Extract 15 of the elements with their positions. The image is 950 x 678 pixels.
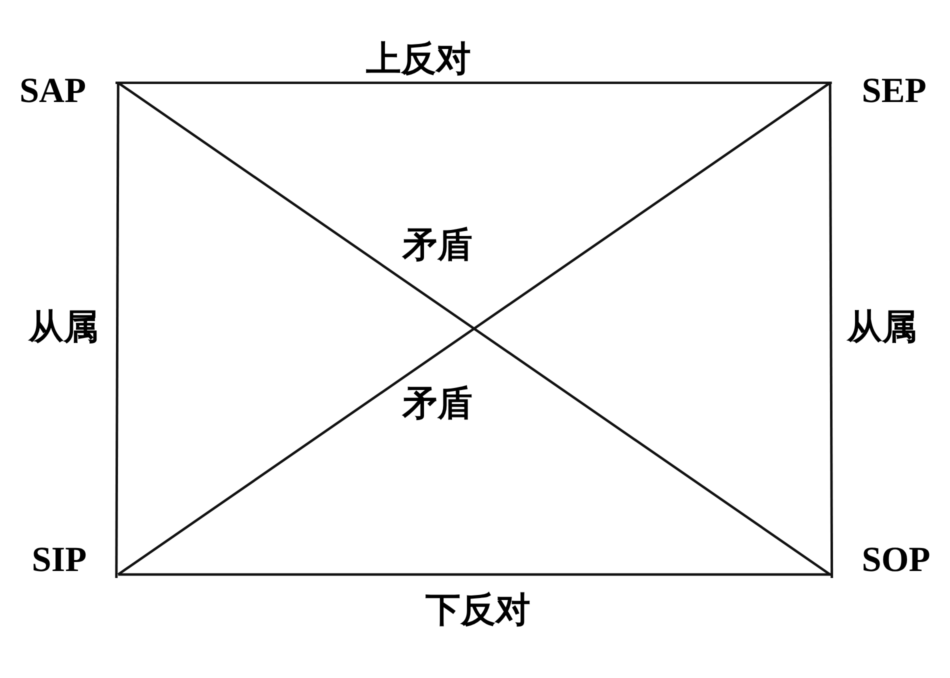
edge-label: 矛盾 [402,384,473,423]
edge-label: 从属 [847,307,918,346]
connector [116,82,832,84]
connector [117,82,831,576]
connector [115,82,120,578]
edge-label: 上反对 [366,39,472,78]
node-text: SEP [862,71,926,110]
edge-label: 从属 [28,307,99,346]
node-text: SIP [32,540,87,579]
node-text: SAP [19,71,86,110]
node-text: SOP [862,540,930,579]
edge-label: 下反对 [425,590,530,630]
connector [828,82,834,578]
connector [118,573,831,576]
edge-label: 矛盾 [402,225,473,264]
